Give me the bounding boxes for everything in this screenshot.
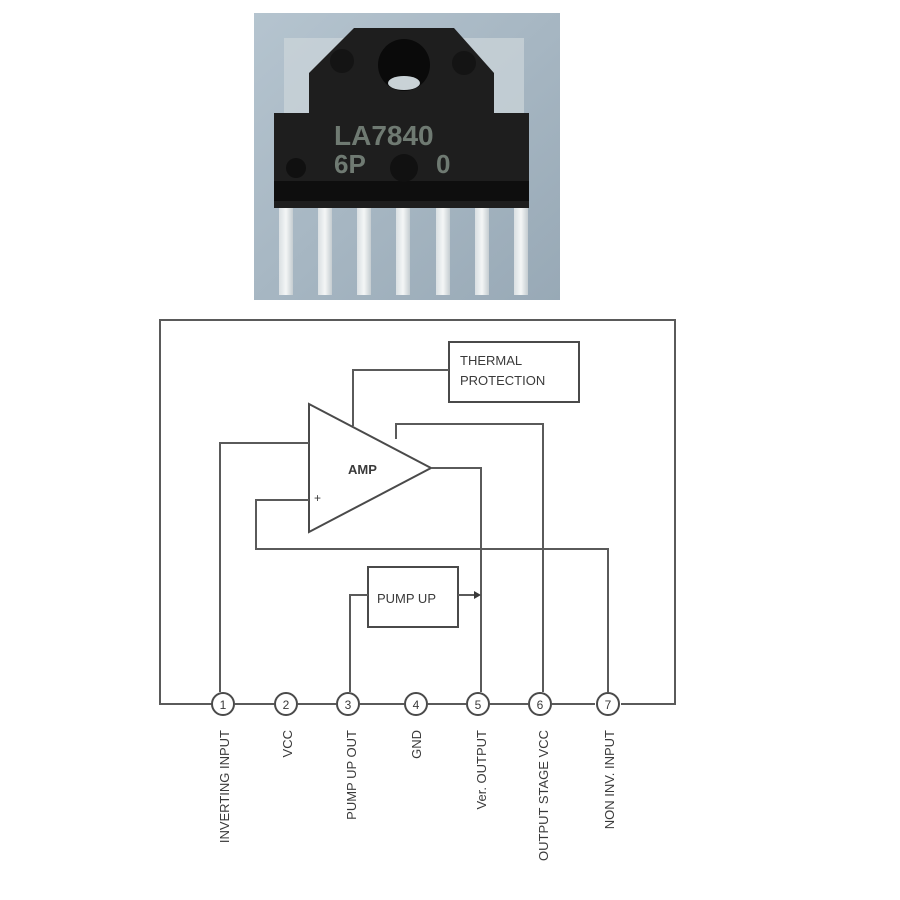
chip-marking-line2-left: 6P xyxy=(334,149,366,179)
pin-5-label: Ver. OUTPUT xyxy=(474,730,489,810)
chip-leads xyxy=(279,203,528,295)
pin-2-label: VCC xyxy=(280,730,295,757)
pin-1-label: INVERTING INPUT xyxy=(217,730,232,843)
wire-pin1-inverting xyxy=(219,442,309,692)
package-outline xyxy=(159,319,676,705)
pin-6-label: OUTPUT STAGE VCC xyxy=(536,730,551,861)
pin-number: 5 xyxy=(475,698,482,712)
pin-7: 7 xyxy=(596,692,620,716)
amp-block: AMP + xyxy=(308,402,434,534)
pin-4-label: GND xyxy=(409,730,424,759)
pin-1: 1 xyxy=(211,692,235,716)
wire-pumpup-pin3 xyxy=(349,594,368,692)
pump-up-label: PUMP UP xyxy=(377,591,436,606)
pin-number: 3 xyxy=(345,698,352,712)
chip-marking-line2-right: 0 xyxy=(436,149,450,179)
pin-4: 4 xyxy=(404,692,428,716)
wire-thermal-to-amp xyxy=(352,369,449,426)
chip-photo: LA7840 6P 0 xyxy=(254,13,560,300)
thermal-label-line1: THERMAL xyxy=(460,353,522,368)
thermal-protection-block: THERMAL PROTECTION xyxy=(448,341,580,403)
pin-number: 4 xyxy=(413,698,420,712)
pin-5: 5 xyxy=(466,692,490,716)
amp-plus-sign: + xyxy=(314,491,321,505)
arrow-icon xyxy=(474,591,481,599)
pin-number: 6 xyxy=(537,698,544,712)
pin-2: 2 xyxy=(274,692,298,716)
pin-number: 2 xyxy=(283,698,290,712)
thermal-label-line2: PROTECTION xyxy=(460,373,545,388)
pin-6: 6 xyxy=(528,692,552,716)
pin-7-label: NON INV. INPUT xyxy=(602,730,617,829)
pump-up-block: PUMP UP xyxy=(367,566,459,628)
wire-amp-output-pin5 xyxy=(431,467,482,692)
pin-3-label: PUMP UP OUT xyxy=(344,730,359,820)
pin-number: 1 xyxy=(220,698,227,712)
wire-pin7-noninverting xyxy=(255,499,609,692)
amp-label: AMP xyxy=(348,462,377,477)
pin-3: 3 xyxy=(336,692,360,716)
wire-pin6-output-stage-vcc xyxy=(395,423,544,692)
pin-number: 7 xyxy=(605,698,612,712)
chip-marking-line1: LA7840 xyxy=(334,120,434,151)
